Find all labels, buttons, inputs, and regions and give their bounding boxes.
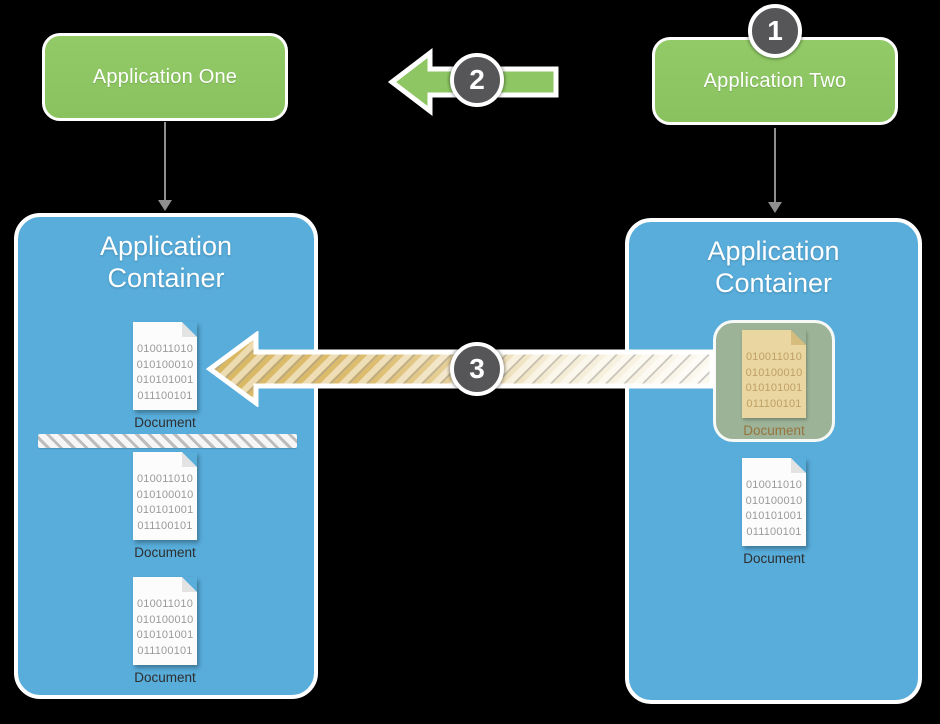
document-label: Document (134, 545, 196, 560)
application-container-left: Application Container 010011010 01010001… (14, 213, 318, 699)
connector-line-right (774, 128, 776, 204)
document-right-highlighted: 010011010 010100010 010101001 011100101 … (719, 327, 829, 438)
document-page-icon: 010011010 010100010 010101001 011100101 (742, 458, 806, 546)
document-label: Document (743, 423, 805, 438)
binary-text: 010011010 010100010 010101001 011100101 (136, 473, 194, 532)
hatched-divider (38, 434, 297, 448)
document-page-icon: 010011010 010100010 010101001 011100101 (133, 452, 197, 540)
document-left-3: 010011010 010100010 010101001 011100101 … (110, 577, 220, 685)
binary-text: 010011010 010100010 010101001 011100101 (136, 343, 194, 402)
step-1-badge: 1 (748, 4, 802, 58)
document-label: Document (134, 670, 196, 685)
binary-text: 010011010 010100010 010101001 011100101 (745, 351, 803, 410)
container-left-title: Application Container (99, 231, 233, 293)
document-right-2: 010011010 010100010 010101001 011100101 … (719, 458, 829, 566)
connector-line-left (164, 122, 166, 202)
document-left-1: 010011010 010100010 010101001 011100101 … (110, 322, 220, 430)
step-3-number: 3 (469, 353, 485, 384)
page-fold-corner-icon (182, 322, 197, 337)
container-right-title: Application Container (707, 236, 840, 298)
application-one-label: Application One (92, 65, 238, 88)
document-page-icon: 010011010 010100010 010101001 011100101 (133, 322, 197, 410)
highlighted-document-frame: 010011010 010100010 010101001 011100101 … (713, 320, 835, 442)
application-two-label: Application Two (703, 69, 847, 92)
document-left-2: 010011010 010100010 010101001 011100101 … (110, 452, 220, 560)
document-label: Document (134, 415, 196, 430)
binary-text: 010011010 010100010 010101001 011100101 (136, 598, 194, 657)
binary-text: 010011010 010100010 010101001 011100101 (745, 479, 803, 538)
page-fold-corner-icon (182, 577, 197, 592)
page-fold-corner-icon (791, 458, 806, 473)
page-fold-corner-icon (791, 330, 806, 345)
document-page-icon: 010011010 010100010 010101001 011100101 (742, 330, 806, 418)
page-fold-corner-icon (182, 452, 197, 467)
application-one-box: Application One (42, 33, 288, 121)
document-page-icon: 010011010 010100010 010101001 011100101 (133, 577, 197, 665)
step-1-number: 1 (767, 15, 783, 46)
step-3-badge: 3 (450, 342, 504, 396)
application-container-right: Application Container 010011010 01010001… (625, 218, 922, 704)
step-2-number: 2 (469, 64, 485, 95)
document-label: Document (743, 551, 805, 566)
step-2-badge: 2 (450, 53, 504, 107)
connector-arrowhead-right (768, 202, 782, 213)
connector-arrowhead-left (158, 200, 172, 211)
